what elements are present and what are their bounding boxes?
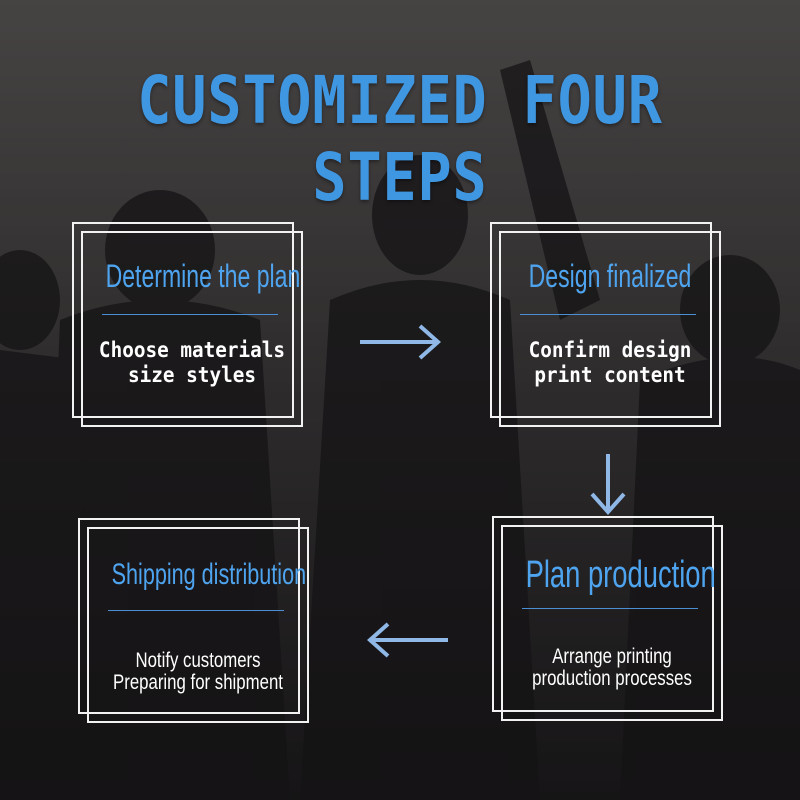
card-frame-front	[87, 527, 309, 723]
heading-divider	[102, 314, 278, 315]
card-frame-back	[492, 516, 714, 712]
step-heading: Design finalized	[528, 258, 692, 294]
description-line: Notify customers	[135, 649, 261, 672]
description-line: Choose materials	[98, 338, 286, 362]
card-frame-back	[78, 518, 300, 714]
page-title: CUSTOMIZED FOUR STEPS	[137, 62, 663, 216]
heading-divider	[108, 610, 284, 611]
step-description: Notify customers Preparing for shipment	[102, 650, 294, 694]
step-description: Choose materials size styles	[82, 338, 303, 388]
step-heading: Determine the plan	[105, 258, 301, 294]
card-frame-back	[490, 222, 712, 418]
arrow-down-icon	[590, 454, 626, 516]
card-frame-front	[81, 231, 303, 427]
heading-divider	[522, 608, 698, 609]
description-line: Confirm design	[528, 338, 692, 362]
description-line: production processes	[532, 667, 692, 690]
step-heading: Shipping distribution	[111, 558, 307, 591]
heading-divider	[520, 314, 696, 315]
step-card-determine-plan: Determine the plan Choose materials size…	[72, 222, 304, 430]
arrow-left-icon	[366, 622, 448, 658]
card-frame-back	[72, 222, 294, 418]
step-card-design-finalized: Design finalized Confirm design print co…	[490, 222, 722, 430]
card-frame-front	[499, 231, 721, 427]
arrow-right-icon	[360, 324, 442, 360]
step-heading: Plan production	[525, 554, 716, 596]
card-frame-front	[501, 525, 723, 721]
description-line: size styles	[128, 363, 256, 387]
description-line: Arrange printing	[552, 645, 672, 668]
description-line: Preparing for shipment	[113, 671, 283, 694]
step-card-shipping-distribution: Shipping distribution Notify customers P…	[78, 518, 310, 726]
step-card-plan-production: Plan production Arrange printing product…	[492, 516, 724, 724]
step-description: Arrange printing production processes	[516, 646, 708, 690]
description-line: print content	[534, 363, 686, 387]
step-description: Confirm design print content	[500, 338, 721, 388]
